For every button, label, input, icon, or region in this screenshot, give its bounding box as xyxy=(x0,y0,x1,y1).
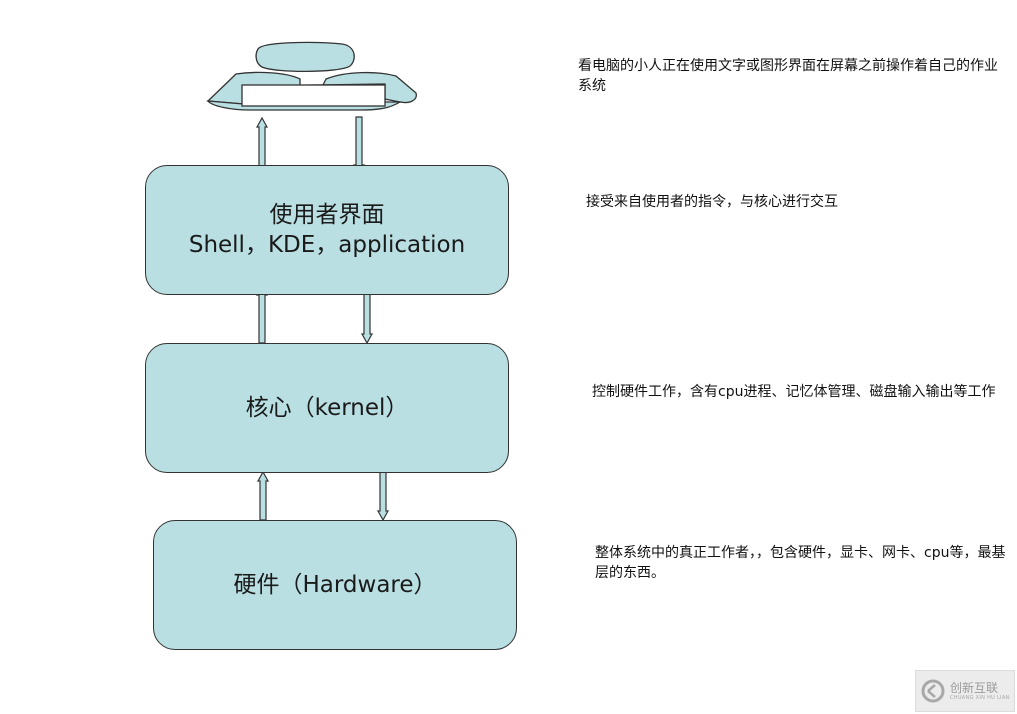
user-interface-layer-box: 使用者界面 Shell，KDE，application xyxy=(145,165,509,295)
watermark-logo: 创新互联 CHUANG XIN HU LIAN xyxy=(915,670,1015,712)
ui-layer-examples: Shell，KDE，application xyxy=(188,232,466,258)
watermark-subtitle: CHUANG XIN HU LIAN xyxy=(950,694,1010,701)
ui-layer-description: 接受来自使用者的指令，与核心进行交互 xyxy=(586,194,838,210)
watermark-logo-icon xyxy=(921,679,945,703)
hardware-layer-title: 硬件（Hardware） xyxy=(233,572,437,598)
hardware-layer-description: 整体系统中的真正工作者，，包含硬件，显卡、网卡、cpu等，最基层的东西。 xyxy=(595,545,1006,581)
user-figure-icon xyxy=(206,41,417,111)
arrow-down-kernel-to-hardware xyxy=(376,471,390,522)
user-description: 看电脑的小人正在使用文字或图形界面在屏幕之前操作着自己的作业系统 xyxy=(578,58,998,94)
hardware-layer-box: 硬件（Hardware） xyxy=(153,520,517,650)
kernel-layer-description: 控制硬件工作，含有cpu进程、记忆体管理、磁盘输入输出等工作 xyxy=(592,384,996,400)
kernel-layer-box: 核心（kernel） xyxy=(145,343,509,473)
arrow-down-ui-to-kernel xyxy=(360,293,374,345)
arrow-up-hardware-to-kernel xyxy=(256,470,270,521)
watermark-brand: 创新互联 xyxy=(950,680,999,695)
ui-layer-title: 使用者界面 xyxy=(269,202,385,228)
kernel-layer-title: 核心（kernel） xyxy=(245,395,409,421)
